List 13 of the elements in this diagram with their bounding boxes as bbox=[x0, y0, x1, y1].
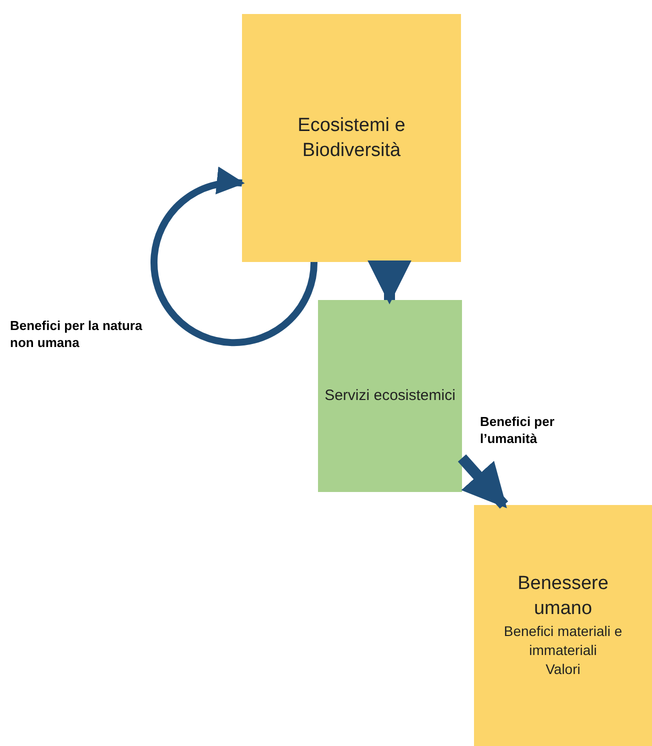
concept-box bbox=[474, 505, 652, 746]
arrow bbox=[368, 260, 412, 304]
box-text: Valori bbox=[546, 660, 580, 679]
arrow bbox=[150, 168, 318, 346]
concept-box bbox=[318, 300, 462, 492]
concept-box bbox=[242, 14, 461, 262]
arrow bbox=[458, 454, 508, 509]
box-text: Benefici materiali e immateriali bbox=[502, 622, 624, 660]
box-title: Servizi ecosistemici bbox=[324, 386, 456, 406]
edge-label: Benefici per la natura non umana bbox=[10, 318, 144, 352]
edge-label: Benefici per l’umanità bbox=[480, 414, 556, 448]
box-title: Ecosistemi e Biodiversità bbox=[296, 114, 406, 163]
box-title: Benessere umano bbox=[516, 572, 610, 622]
